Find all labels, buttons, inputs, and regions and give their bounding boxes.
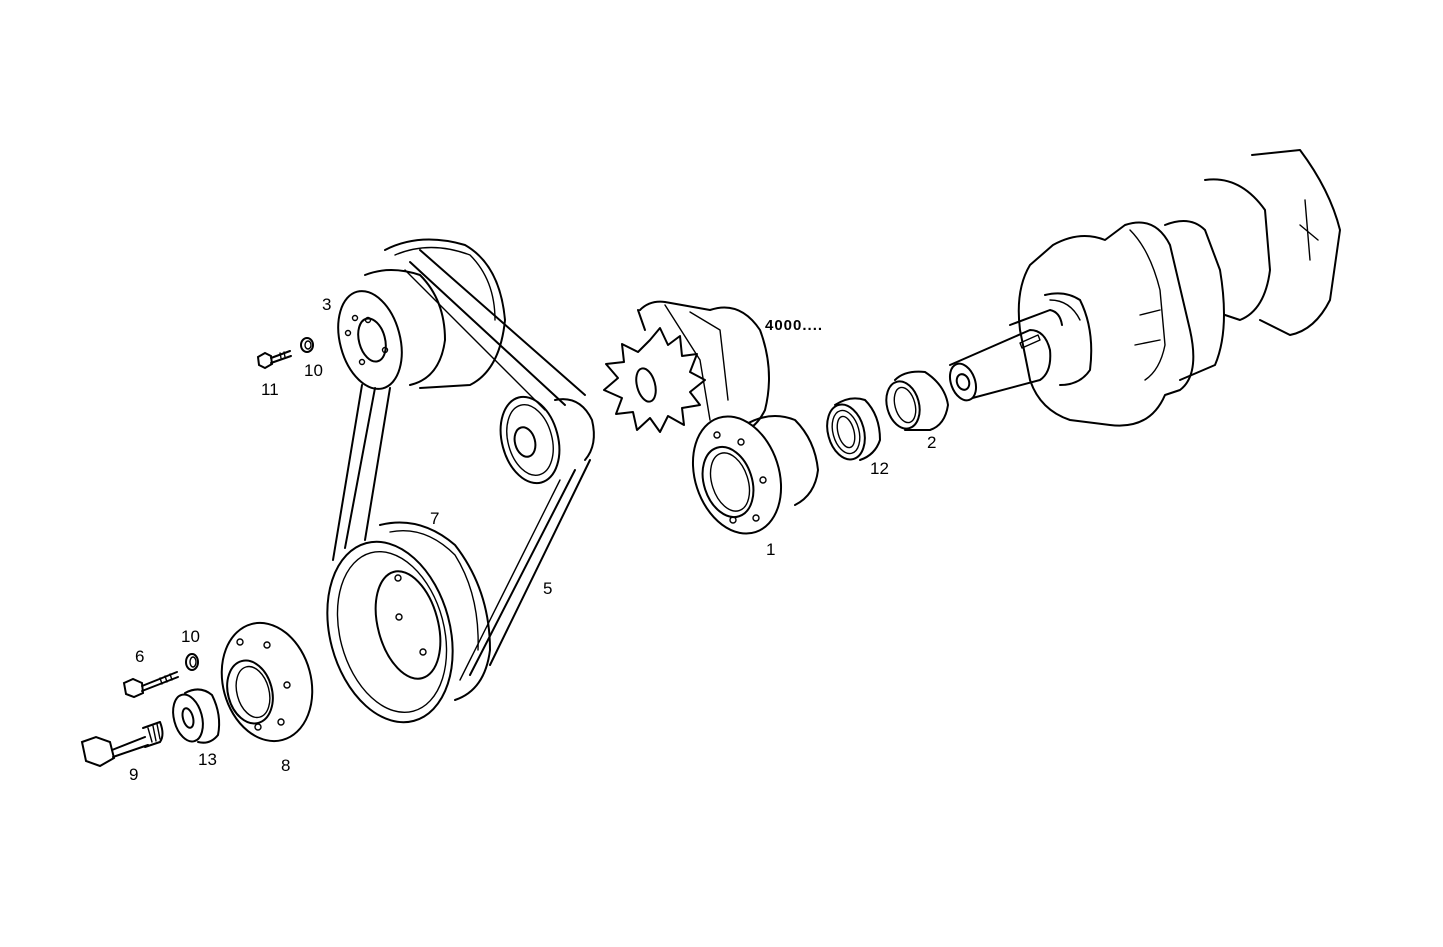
callout-10-lower[interactable]: 10 bbox=[181, 627, 200, 646]
callout-10-upper[interactable]: 10 bbox=[304, 361, 323, 380]
crankshaft bbox=[948, 149, 1341, 427]
callout-5[interactable]: 5 bbox=[543, 579, 553, 598]
v-belt-part-5 bbox=[332, 249, 591, 681]
callout-13[interactable]: 13 bbox=[198, 750, 217, 769]
timing-gear-housing bbox=[603, 300, 770, 433]
callout-1[interactable]: 1 bbox=[766, 540, 776, 559]
bolt-part-6 bbox=[122, 671, 179, 699]
crank-pulley-part-7 bbox=[326, 521, 491, 724]
flange-hub-part-1 bbox=[691, 415, 819, 535]
callout-3[interactable]: 3 bbox=[322, 295, 332, 314]
upper-pulley-part-3 bbox=[337, 238, 506, 390]
spacer-part-13 bbox=[172, 688, 221, 744]
hub-flange-part-8 bbox=[220, 621, 314, 743]
callout-9[interactable]: 9 bbox=[129, 765, 139, 784]
callout-6[interactable]: 6 bbox=[135, 647, 145, 666]
sleeve-part-2 bbox=[885, 370, 949, 431]
bolt-part-11 bbox=[256, 350, 292, 370]
washer-part-10-lower bbox=[185, 653, 199, 671]
hex-bolt-part-9 bbox=[80, 721, 164, 768]
seal-ring-part-12 bbox=[826, 397, 881, 461]
callout-12[interactable]: 12 bbox=[870, 459, 889, 478]
callout-4000[interactable]: 4000.... bbox=[765, 317, 824, 334]
callout-8[interactable]: 8 bbox=[281, 756, 291, 775]
idler-pulley bbox=[499, 395, 595, 485]
callout-7[interactable]: 7 bbox=[430, 509, 440, 528]
washer-part-10-upper bbox=[300, 337, 314, 353]
callout-11[interactable]: 11 bbox=[261, 380, 279, 399]
callout-2[interactable]: 2 bbox=[927, 433, 937, 452]
